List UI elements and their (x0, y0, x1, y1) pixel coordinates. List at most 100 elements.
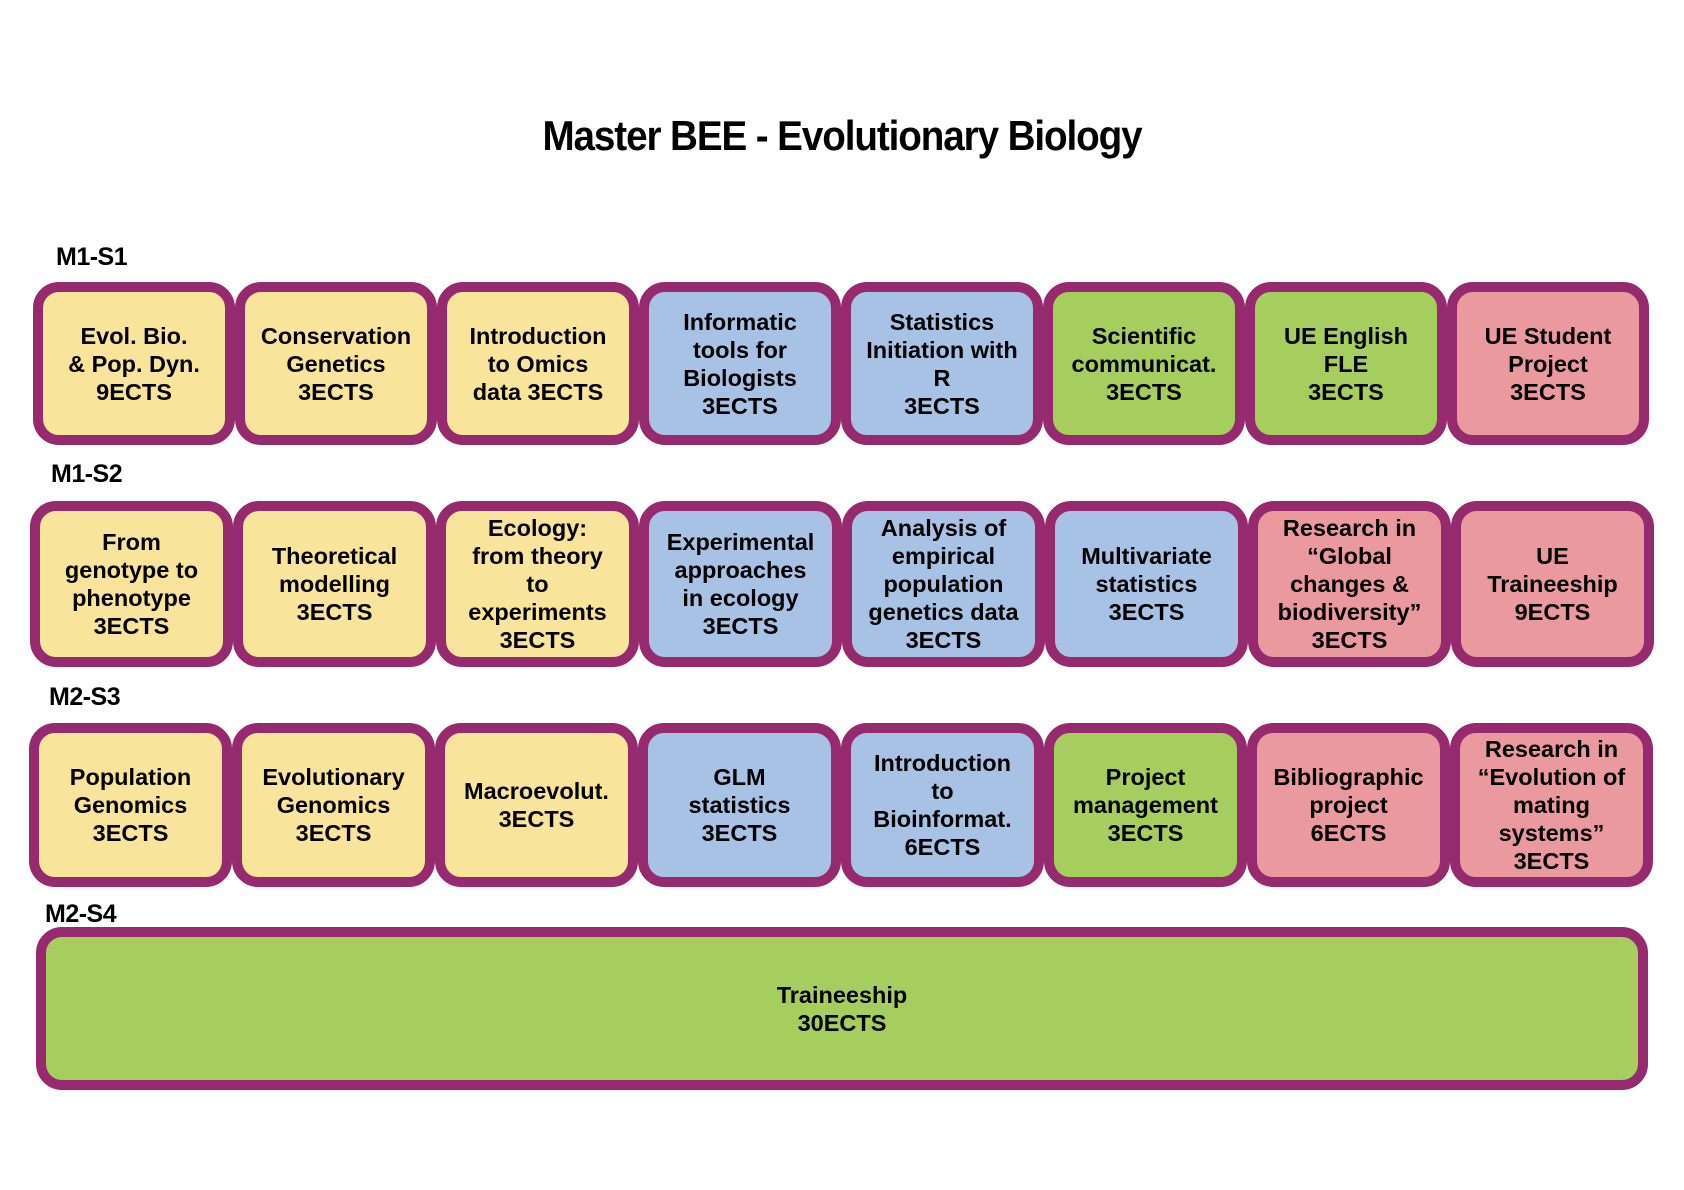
course-line: to Omics (487, 350, 589, 377)
course-line: 9ECTS (1514, 599, 1591, 625)
course-line: empirical (891, 543, 996, 569)
course-line: biodiversity” (1277, 599, 1422, 625)
course-line: Evol. Bio. (80, 322, 188, 349)
course-line: From (102, 529, 161, 555)
course-line: 3ECTS (904, 392, 980, 419)
course-line: 3ECTS (702, 392, 778, 419)
course-line: 3ECTS (93, 613, 170, 639)
course-line: changes & (1290, 571, 1409, 597)
course-line: management (1073, 792, 1218, 818)
course-box: Macroevolut.3ECTS (435, 723, 638, 887)
course-line: Bioinformat. (873, 806, 1012, 832)
course-line: approaches (674, 557, 807, 583)
course-line: 3ECTS (1106, 378, 1182, 405)
course-line: Theoretical (271, 543, 398, 569)
course-line: 3ECTS (1311, 627, 1388, 653)
course-line: Project (1508, 350, 1588, 377)
course-line: Macroevolut. (464, 778, 609, 804)
course-line: 3ECTS (905, 627, 982, 653)
course-line: Initiation with (866, 336, 1018, 363)
course-line: Research in (1282, 515, 1417, 541)
course-line: Genetics (286, 350, 386, 377)
course-line: experiments (468, 599, 607, 625)
course-line: Population (69, 764, 192, 790)
course-line: 3ECTS (702, 613, 779, 639)
course-line: modelling (279, 571, 390, 597)
course-line: & Pop. Dyn. (68, 350, 200, 377)
course-line: 3ECTS (498, 806, 575, 832)
course-line: 3ECTS (92, 820, 169, 846)
course-line: Ecology: (487, 515, 588, 541)
course-line: Biologists (683, 364, 797, 391)
course-line: Evolutionary (262, 764, 405, 790)
course-line: Multivariate (1081, 543, 1212, 569)
course-text: Macroevolut.3ECTS (464, 777, 609, 833)
course-line: Scientific (1091, 322, 1197, 349)
course-line: GLM (713, 764, 766, 790)
course-line: Bibliographic (1273, 764, 1424, 790)
course-line: “Evolution of (1477, 764, 1626, 790)
course-line: to (931, 778, 954, 804)
course-line: UE (1536, 543, 1569, 569)
course-line: Statistics (889, 308, 995, 335)
course-line: 9ECTS (96, 378, 172, 405)
course-line: 3ECTS (295, 820, 372, 846)
course-line: Analysis of (880, 515, 1007, 541)
course-line: to (526, 571, 549, 597)
course-line: 6ECTS (904, 834, 981, 860)
course-line: project (1309, 792, 1388, 818)
semester-label-m2-s4: M2-S4 (45, 900, 117, 928)
semester-label-m1-s1: M1-S1 (56, 243, 128, 271)
course-line: 3ECTS (499, 627, 576, 653)
page-title: Master BEE - Evolutionary Biology (542, 112, 1142, 159)
course-box: Evol. Bio.& Pop. Dyn.9ECTS (33, 282, 235, 445)
course-line: Introduction (873, 750, 1012, 776)
course-line: 3ECTS (701, 820, 778, 846)
course-line: communicat. (1071, 350, 1217, 377)
course-line: 30ECTS (797, 1009, 887, 1036)
course-line: UE English (1283, 322, 1409, 349)
course-line: FLE (1323, 350, 1369, 377)
course-line: in ecology (682, 585, 799, 611)
course-line: Conservation (260, 322, 412, 349)
course-line: phenotype (72, 585, 191, 611)
course-line: population (883, 571, 1004, 597)
course-line: data 3ECTS (472, 378, 604, 405)
